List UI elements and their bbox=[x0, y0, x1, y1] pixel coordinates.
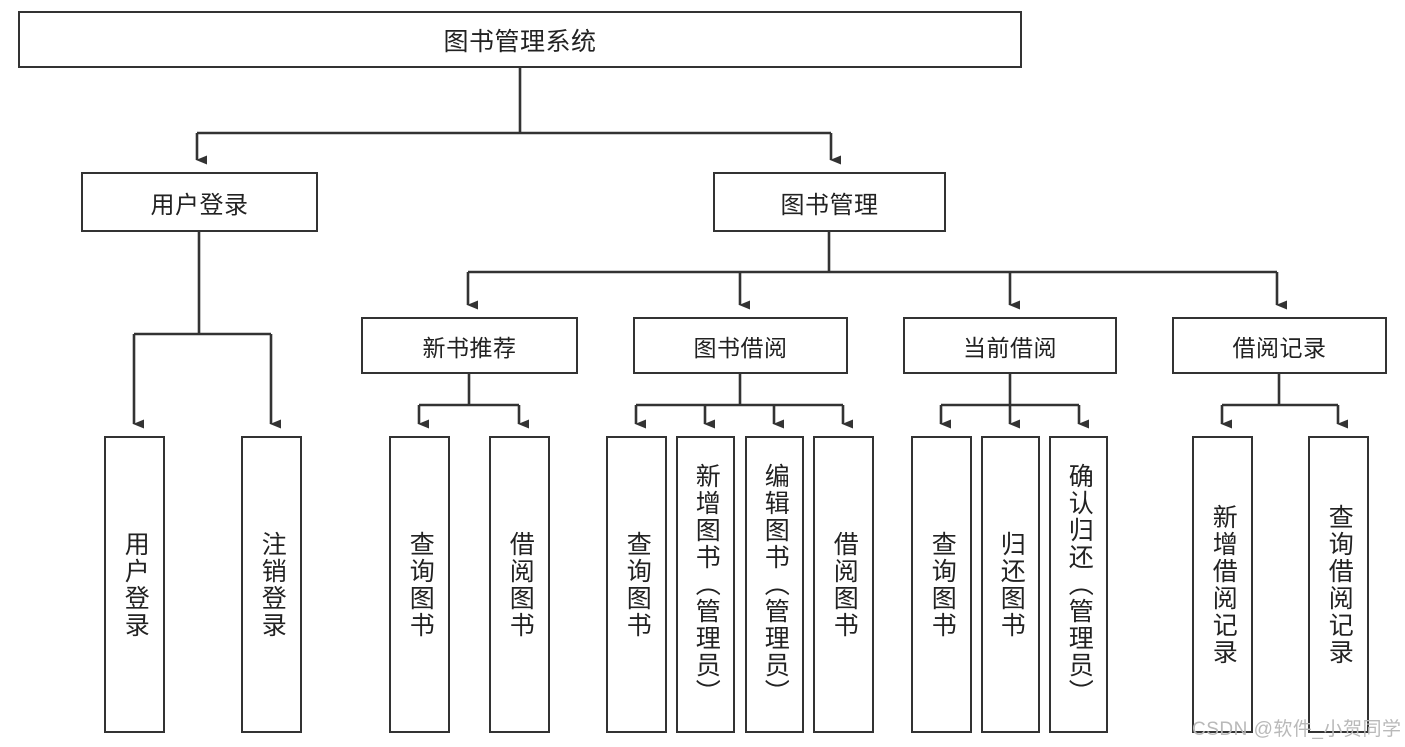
node-leaf-return-book[interactable]: 归还图书 bbox=[981, 436, 1040, 733]
node-leaf-user-login-label: 用户登录 bbox=[121, 530, 150, 639]
node-root-system[interactable]: 图书管理系统 bbox=[18, 11, 1022, 68]
node-new-book-recommend-label: 新书推荐 bbox=[422, 334, 517, 361]
node-leaf-user-login[interactable]: 用户登录 bbox=[104, 436, 165, 733]
node-leaf-current-query-book[interactable]: 查询图书 bbox=[911, 436, 972, 733]
node-borrow-record[interactable]: 借阅记录 bbox=[1172, 317, 1387, 374]
node-leaf-logout-label: 注销登录 bbox=[258, 530, 287, 639]
node-book-management-label: 图书管理 bbox=[780, 191, 879, 219]
node-book-borrow-label: 图书借阅 bbox=[693, 334, 788, 361]
node-leaf-borrow-book[interactable]: 借阅图书 bbox=[813, 436, 874, 733]
node-leaf-return-book-label: 归还图书 bbox=[997, 530, 1026, 639]
node-borrow-record-label: 借阅记录 bbox=[1232, 334, 1327, 361]
node-user-login[interactable]: 用户登录 bbox=[81, 172, 318, 232]
node-leaf-recommend-borrow-book-label: 借阅图书 bbox=[506, 530, 535, 639]
node-leaf-query-borrow-record-label: 查询借阅记录 bbox=[1325, 503, 1354, 666]
node-leaf-logout[interactable]: 注销登录 bbox=[241, 436, 302, 733]
node-current-borrow-label: 当前借阅 bbox=[963, 334, 1057, 361]
node-book-management[interactable]: 图书管理 bbox=[713, 172, 946, 232]
node-leaf-confirm-return-admin-label: 确认归还（管理员） bbox=[1065, 463, 1094, 706]
node-leaf-add-borrow-record[interactable]: 新增借阅记录 bbox=[1192, 436, 1253, 733]
node-leaf-recommend-borrow-book[interactable]: 借阅图书 bbox=[489, 436, 550, 733]
node-leaf-recommend-query-book-label: 查询图书 bbox=[406, 530, 435, 639]
node-user-login-label: 用户登录 bbox=[150, 191, 249, 219]
node-book-borrow[interactable]: 图书借阅 bbox=[633, 317, 848, 374]
node-current-borrow[interactable]: 当前借阅 bbox=[903, 317, 1117, 374]
node-leaf-query-borrow-record[interactable]: 查询借阅记录 bbox=[1308, 436, 1369, 733]
node-root-system-label: 图书管理系统 bbox=[443, 27, 597, 56]
node-leaf-add-borrow-record-label: 新增借阅记录 bbox=[1209, 503, 1238, 666]
node-leaf-edit-book-admin-label: 编辑图书（管理员） bbox=[761, 463, 790, 706]
csdn-watermark: CSDN @软件_小贺同学 bbox=[1192, 719, 1402, 740]
node-leaf-add-book-admin[interactable]: 新增图书（管理员） bbox=[676, 436, 735, 733]
node-leaf-recommend-query-book[interactable]: 查询图书 bbox=[389, 436, 450, 733]
node-leaf-add-book-admin-label: 新增图书（管理员） bbox=[692, 463, 721, 706]
node-leaf-borrow-book-label: 借阅图书 bbox=[830, 530, 859, 639]
node-leaf-borrow-query-book[interactable]: 查询图书 bbox=[606, 436, 667, 733]
node-leaf-borrow-query-book-label: 查询图书 bbox=[623, 530, 652, 639]
node-new-book-recommend[interactable]: 新书推荐 bbox=[361, 317, 578, 374]
node-leaf-confirm-return-admin[interactable]: 确认归还（管理员） bbox=[1049, 436, 1108, 733]
node-leaf-edit-book-admin[interactable]: 编辑图书（管理员） bbox=[745, 436, 804, 733]
node-leaf-current-query-book-label: 查询图书 bbox=[928, 530, 957, 639]
